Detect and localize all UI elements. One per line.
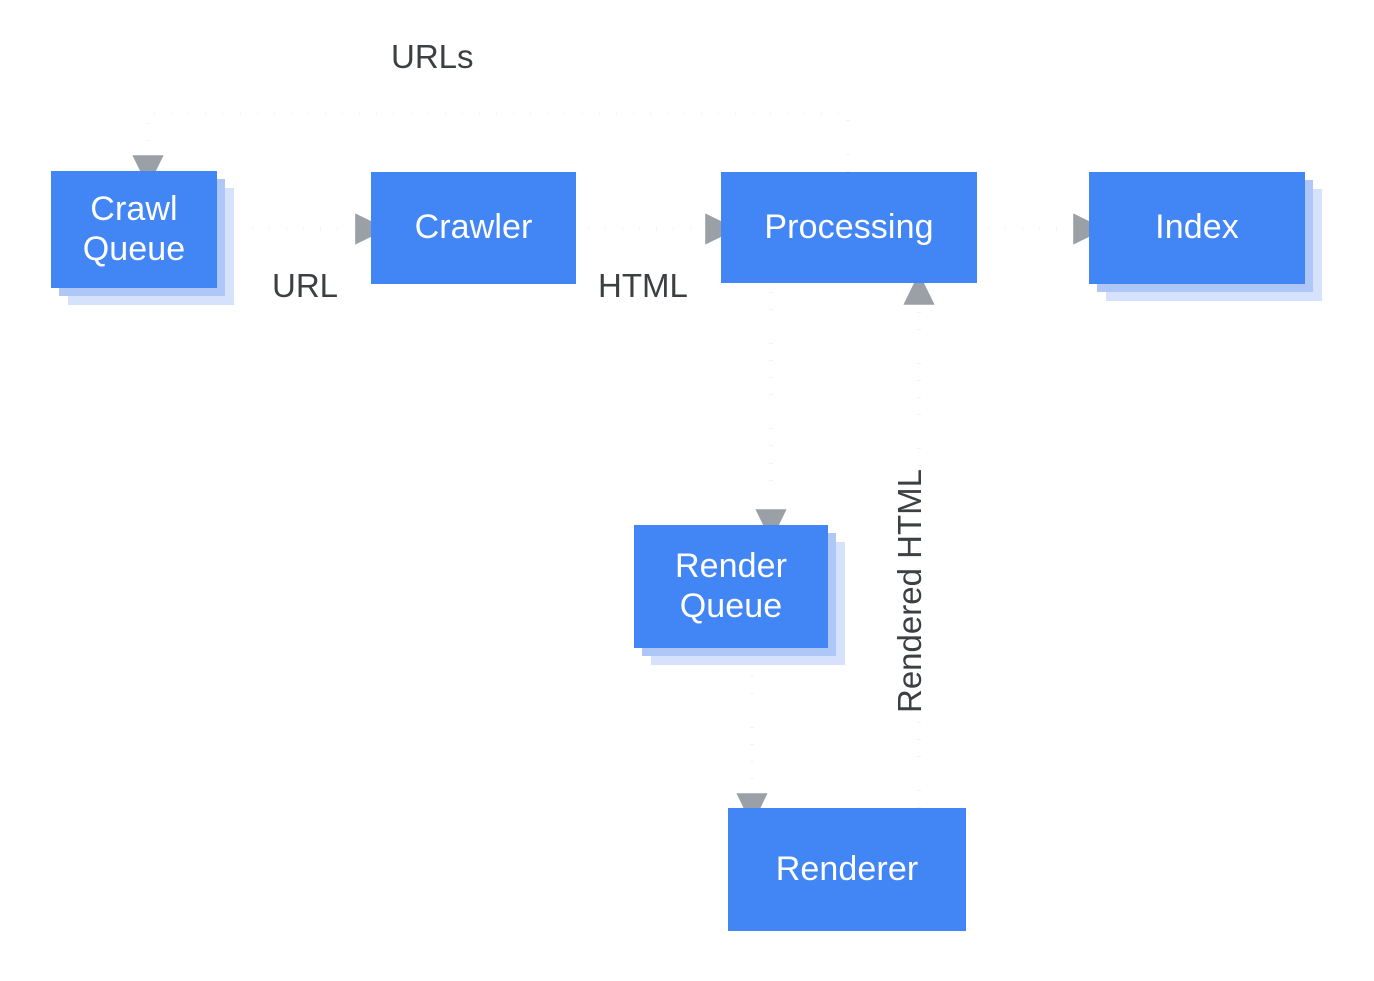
edge-label-url: URL [272,267,339,304]
node-face: Render Queue [634,525,828,648]
node-face: Renderer [728,808,966,931]
node-label-crawler: Crawler [414,208,533,247]
node-face: Processing [721,172,977,283]
edge-label-urls: URLs [391,38,474,75]
node-face: Crawl Queue [51,171,217,288]
node-renderer[interactable]: Renderer [728,808,966,931]
node-face: Index [1089,172,1305,284]
node-face: Crawler [371,172,576,284]
node-label-index: Index [1155,208,1239,247]
node-label-processing: Processing [764,207,934,246]
edge-urls [132,111,850,188]
node-crawl-queue[interactable]: Crawl Queue [51,171,234,305]
edge-label-rendered-html: Rendered HTML [891,469,928,713]
edge-label-html: HTML [598,267,688,304]
node-crawler[interactable]: Crawler [371,172,576,284]
node-index[interactable]: Index [1089,172,1322,301]
node-label-crawl-queue: Crawl Queue [82,190,186,268]
node-label-render-queue: Render Queue [674,547,788,625]
node-processing[interactable]: Processing [721,172,977,283]
node-label-renderer: Renderer [775,849,919,888]
node-render-queue[interactable]: Render Queue [634,525,845,665]
